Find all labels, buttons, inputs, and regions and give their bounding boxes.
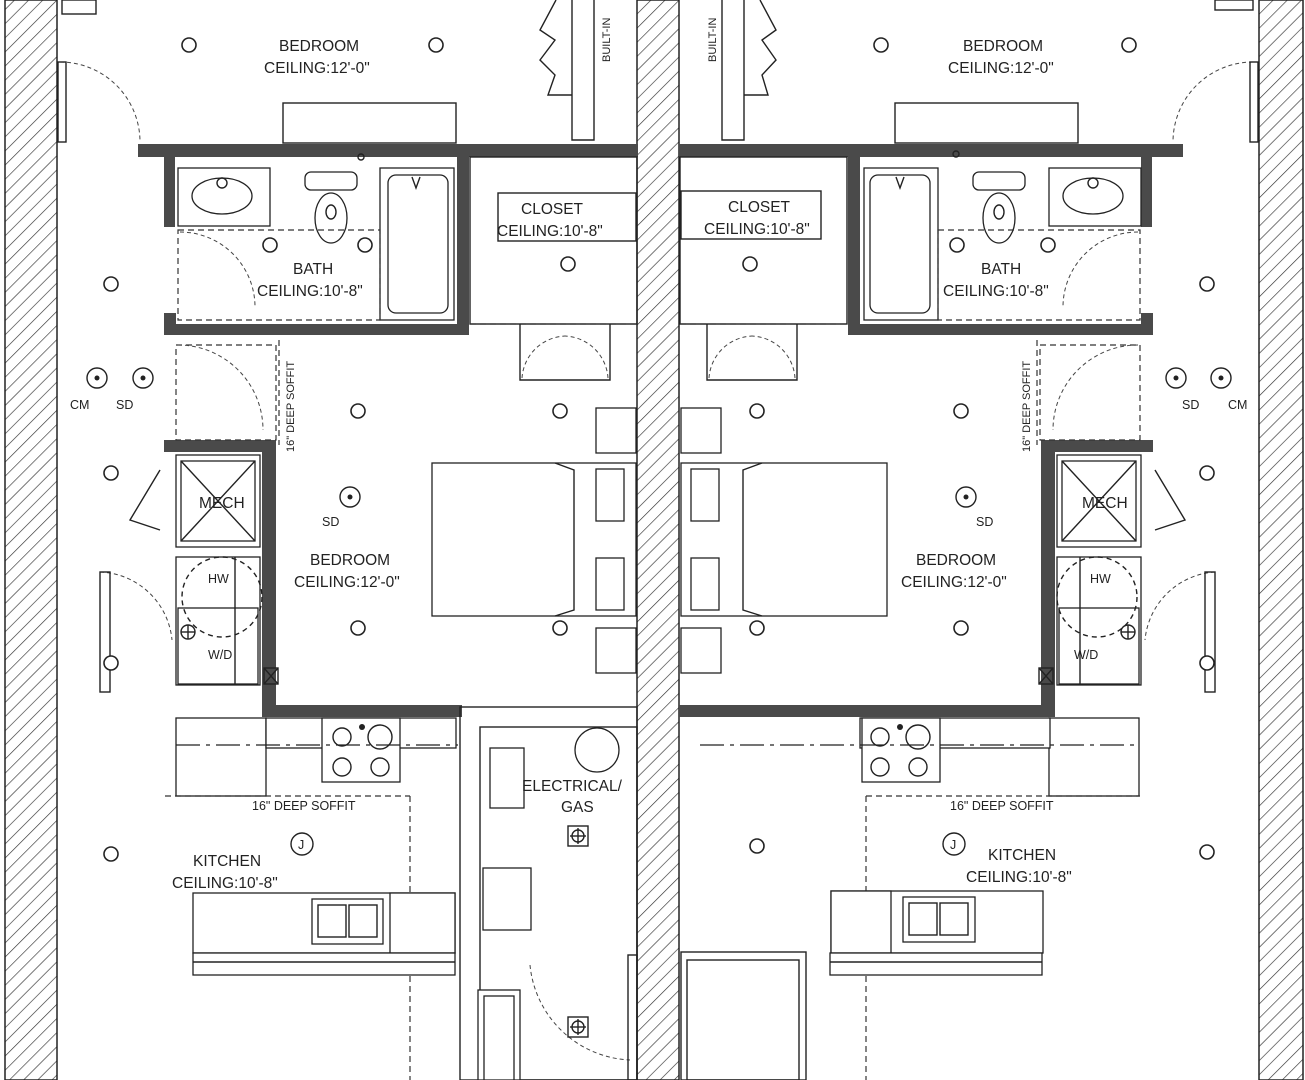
mech-closet xyxy=(175,454,261,548)
right-closet-name: CLOSET xyxy=(728,199,791,216)
left-unit: BUILT-IN xyxy=(57,0,638,1080)
right-junction-label: J xyxy=(950,838,956,852)
utility-label-line2: GAS xyxy=(561,799,594,816)
toilet xyxy=(304,171,358,244)
left-bedroom-top-name: BEDROOM xyxy=(279,38,359,55)
left-bath-name: BATH xyxy=(293,261,333,278)
right-bedroom-main-ceiling: CEILING:12'-0" xyxy=(901,574,1007,591)
ceiling-lights xyxy=(103,37,1215,862)
water-heater-washer-dryer-right xyxy=(1056,556,1142,686)
left-bath-ceiling: CEILING:10'-8" xyxy=(257,283,363,300)
left-closet-ceiling: CEILING:10'-8" xyxy=(497,223,603,240)
left-bedroom-main-ceiling: CEILING:12'-0" xyxy=(294,574,400,591)
left-cm-label: CM xyxy=(70,398,89,412)
right-bath-ceiling: CEILING:10'-8" xyxy=(943,283,1049,300)
left-soffit-horizontal: 16" DEEP SOFFIT xyxy=(252,799,356,813)
right-soffit-vertical: 16" DEEP SOFFIT xyxy=(1021,361,1033,452)
right-built-in-label: BUILT-IN xyxy=(707,18,719,62)
left-wd-label: W/D xyxy=(208,648,232,662)
right-bedroom-top-name: BEDROOM xyxy=(963,38,1043,55)
range xyxy=(321,717,401,783)
bathtub xyxy=(379,167,455,321)
right-kitchen-ceiling: CEILING:10'-8" xyxy=(966,869,1072,886)
receptacle-gas-b xyxy=(567,1016,589,1038)
bath-vanity-right xyxy=(1048,167,1142,227)
exterior-wall-right xyxy=(1258,0,1304,1080)
toilet-right xyxy=(972,171,1026,244)
bath-vanity xyxy=(177,167,271,227)
exterior-wall-left xyxy=(4,0,58,1080)
right-bath-name: BATH xyxy=(981,261,1021,278)
electrical-gas-room xyxy=(459,706,638,1080)
left-kitchen-ceiling: CEILING:10'-8" xyxy=(172,875,278,892)
right-bedroom-top-ceiling: CEILING:12'-0" xyxy=(948,60,1054,77)
left-closet-name: CLOSET xyxy=(521,201,584,218)
left-bedroom-main-name: BEDROOM xyxy=(310,552,390,569)
utility-label-line1: ELECTRICAL/ xyxy=(522,778,623,795)
right-bedroom-main-name: BEDROOM xyxy=(916,552,996,569)
built-in-cabinet: BUILT-IN xyxy=(539,0,613,141)
right-mech-label: MECH xyxy=(1082,495,1128,512)
right-closet-ceiling: CEILING:10'-8" xyxy=(704,221,810,238)
kitchen-island xyxy=(192,892,456,976)
left-soffit-vertical: 16" DEEP SOFFIT xyxy=(285,361,297,452)
receptacle-gas-a xyxy=(567,825,589,847)
bathtub-right xyxy=(863,167,939,321)
right-cm-label: CM xyxy=(1228,398,1247,412)
right-kitchen-name: KITCHEN xyxy=(988,847,1056,864)
right-unit xyxy=(679,0,1259,1080)
right-soffit-horizontal: 16" DEEP SOFFIT xyxy=(950,799,1054,813)
party-wall-center xyxy=(636,0,680,1080)
detector-symbols xyxy=(86,367,1232,856)
left-bedroom-top-ceiling: CEILING:12'-0" xyxy=(264,60,370,77)
right-hw-label: HW xyxy=(1090,572,1111,586)
left-hw-label: HW xyxy=(208,572,229,586)
range-right xyxy=(861,717,941,783)
left-sd-label: SD xyxy=(116,398,133,412)
right-sd-label: SD xyxy=(1182,398,1199,412)
kitchen-island-right xyxy=(829,890,1044,976)
left-kitchen-name: KITCHEN xyxy=(193,853,261,870)
left-sd-bedroom: SD xyxy=(322,515,339,529)
left-mech-label: MECH xyxy=(199,495,245,512)
built-in-label: BUILT-IN xyxy=(601,18,613,62)
right-wd-label: W/D xyxy=(1074,648,1098,662)
water-heater-washer-dryer xyxy=(175,556,263,686)
mech-closet-right xyxy=(1056,454,1142,548)
left-junction-label: J xyxy=(298,838,304,852)
right-sd-bedroom: SD xyxy=(976,515,993,529)
